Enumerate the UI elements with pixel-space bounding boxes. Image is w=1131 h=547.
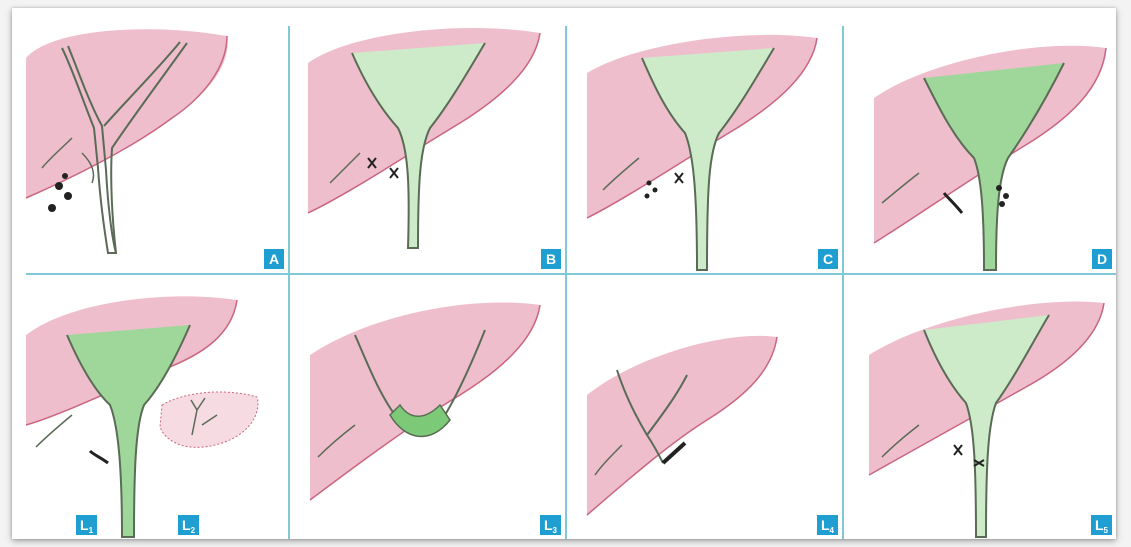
panel-label-l2: L2	[178, 515, 199, 535]
bile-duct-hilar-stricture-icon	[290, 275, 565, 539]
figure-sheet: A B C	[12, 8, 1116, 539]
panel-label: L5	[1091, 515, 1112, 535]
panel-b: B	[290, 8, 565, 273]
panel-l1-l2: L1 L2	[12, 275, 288, 539]
panel-l5: L5	[844, 275, 1116, 539]
panel-label: D	[1092, 249, 1112, 269]
panel-label: L3	[540, 515, 561, 535]
panel-label-l1: L1	[76, 515, 97, 535]
panel-label: A	[264, 249, 284, 269]
panel-d: D	[844, 8, 1116, 273]
bile-duct-transection-icon	[12, 275, 288, 539]
panel-a: A	[12, 8, 288, 273]
divider-horizontal	[26, 273, 1116, 275]
bile-duct-cystic-leak-icon	[12, 8, 288, 273]
divider-vertical	[842, 26, 844, 539]
panel-label: L4	[817, 515, 838, 535]
bile-duct-aberrant-leak-icon	[567, 8, 842, 273]
panel-label: B	[541, 249, 561, 269]
divider-vertical	[565, 26, 567, 539]
bile-duct-right-duct-injury-icon	[567, 275, 842, 539]
panel-l3: L3	[290, 275, 565, 539]
panel-c: C	[567, 8, 842, 273]
panel-l4: L4	[567, 275, 842, 539]
bile-duct-aberrant-clipped-icon	[290, 8, 565, 273]
bile-duct-cbd-clipped-icon	[844, 275, 1116, 539]
panel-label: C	[818, 249, 838, 269]
bile-duct-lateral-injury-icon	[844, 8, 1116, 273]
divider-vertical	[288, 26, 290, 539]
panel-grid: A B C	[12, 8, 1116, 539]
